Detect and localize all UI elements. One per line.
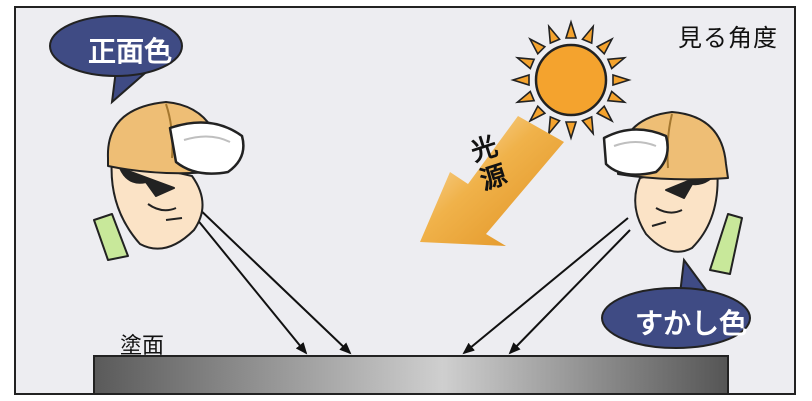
scene-graphics [49,15,751,393]
light-source-arrow [420,116,564,246]
worker-left-icon [93,101,245,261]
worker-right-icon [602,111,743,275]
bubble-front-label: 正面色 [87,35,172,68]
speech-bubble-front [49,15,183,105]
painted-surface [93,355,729,393]
speech-bubble-transparent [601,257,751,349]
sun-icon [510,19,632,141]
sight-lines [193,203,631,355]
surface-label: 塗面 [120,334,165,359]
illustration-panel: 見る角度 正面色 すかし色 光源 塗面 [14,6,796,395]
page-title: 見る角度 [678,24,778,52]
bubble-transparent-label: すかし色 [634,307,747,340]
